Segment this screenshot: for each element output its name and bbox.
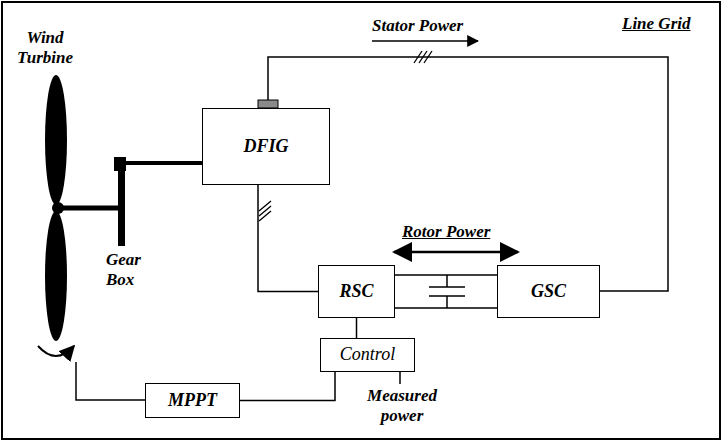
mppt-box: MPPT bbox=[145, 383, 240, 418]
connector-line bbox=[356, 318, 358, 338]
low-speed-shaft bbox=[58, 206, 121, 211]
dc-link-capacitor bbox=[429, 275, 465, 308]
converter-box: GSC bbox=[497, 265, 600, 318]
connector-line bbox=[240, 372, 335, 401]
turbine-blade bbox=[45, 211, 67, 341]
stator-terminal bbox=[258, 100, 278, 108]
stator-power-arrow bbox=[372, 40, 478, 42]
gear-box-top bbox=[114, 157, 126, 171]
converter-box: RSC bbox=[318, 265, 395, 318]
node-text: Control bbox=[340, 345, 395, 365]
signal-label: Measured power bbox=[352, 386, 452, 425]
turbine-blade bbox=[45, 75, 67, 205]
speed-signal-wire bbox=[76, 362, 145, 400]
grid-label: Line Grid bbox=[622, 14, 718, 34]
three-phase-mark bbox=[259, 201, 271, 221]
three-phase-mark bbox=[414, 51, 432, 63]
generator-box: DFIG bbox=[202, 108, 330, 185]
connector-line bbox=[395, 275, 497, 308]
connector-line bbox=[258, 185, 318, 292]
rotor-power-arrow bbox=[394, 251, 518, 254]
control-box: Control bbox=[320, 338, 415, 372]
high-speed-shaft bbox=[126, 161, 202, 165]
node-text: RSC bbox=[339, 282, 373, 302]
gearbox-label: Gear Box bbox=[106, 250, 162, 289]
node-text: MPPT bbox=[168, 391, 217, 411]
turbine-label: Wind Turbine bbox=[6, 28, 84, 67]
node-text: GSC bbox=[531, 282, 566, 302]
measurement-wire bbox=[399, 372, 401, 384]
rotation-arrow bbox=[38, 346, 74, 356]
power-label: Rotor Power bbox=[402, 222, 522, 242]
gear-box bbox=[118, 170, 125, 246]
node-text: DFIG bbox=[243, 137, 288, 157]
power-label: Stator Power bbox=[372, 16, 502, 36]
